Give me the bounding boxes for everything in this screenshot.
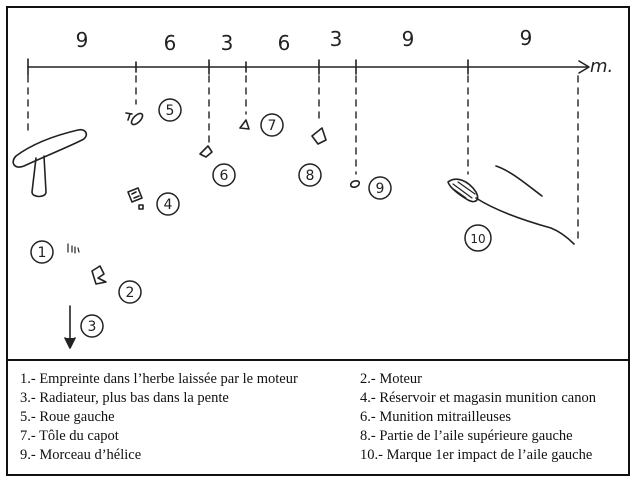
item-tiny-debris bbox=[67, 243, 80, 254]
legend-item-9: 9.- Morceau d’hélice bbox=[20, 447, 142, 463]
marker-circle-2 bbox=[118, 280, 142, 304]
segment-label: 3 bbox=[330, 27, 343, 51]
legend-item-8: 8.- Partie de l’aile supérieure gauche bbox=[360, 428, 573, 444]
marker-circle-1 bbox=[30, 240, 54, 264]
unit-label: m. bbox=[590, 56, 613, 77]
measuring-line-arrow bbox=[578, 60, 590, 74]
item-engine-imprint bbox=[12, 128, 88, 198]
marker-circle-6 bbox=[212, 163, 236, 187]
marker-circle-4 bbox=[156, 192, 180, 216]
marker-number: 6 bbox=[220, 168, 229, 184]
marker-number: 7 bbox=[268, 118, 277, 134]
legend-row: 7.- Tôle du capot 8.- Partie de l’aile s… bbox=[20, 427, 630, 446]
marker-circle-7 bbox=[260, 113, 284, 137]
segment-label: 3 bbox=[221, 31, 234, 55]
figure-frame bbox=[6, 6, 630, 476]
item-reservoir bbox=[127, 187, 144, 210]
legend-item-3: 3.- Radiateur, plus bas dans la pente bbox=[20, 390, 229, 406]
item-propeller-piece bbox=[349, 179, 361, 189]
legend-row: 5.- Roue gauche 6.- Munition mitrailleus… bbox=[20, 408, 630, 427]
item-engine bbox=[91, 265, 107, 285]
marker-number: 4 bbox=[164, 197, 173, 213]
segment-label: 9 bbox=[402, 27, 415, 51]
item-impact-mark bbox=[447, 165, 575, 245]
marker-number: 5 bbox=[166, 103, 175, 119]
marker-number: 2 bbox=[126, 285, 135, 301]
marker-circle-5 bbox=[158, 98, 182, 122]
marker-number: 9 bbox=[376, 181, 385, 197]
legend-row: 9.- Morceau d’hélice 10.- Marque 1er imp… bbox=[20, 446, 630, 465]
marker-number: 1 bbox=[38, 245, 47, 261]
marker-number: 8 bbox=[306, 168, 315, 184]
marker-circle-9 bbox=[368, 176, 392, 200]
segment-label: 9 bbox=[76, 28, 89, 52]
legend-row: 3.- Radiateur, plus bas dans la pente 4.… bbox=[20, 389, 630, 408]
legend-item-1: 1.- Empreinte dans l’herbe laissée par l… bbox=[20, 371, 298, 387]
legend-item-7: 7.- Tôle du capot bbox=[20, 428, 119, 444]
segment-label: 6 bbox=[278, 31, 291, 55]
marker-number: 3 bbox=[88, 319, 97, 335]
legend-item-2: 2.- Moteur bbox=[360, 371, 423, 387]
item-left-wheel bbox=[125, 112, 144, 126]
marker-circle-10 bbox=[464, 224, 492, 252]
item-cowling bbox=[239, 119, 250, 130]
item-radiator-arrow bbox=[64, 305, 76, 349]
legend: 1.- Empreinte dans l’herbe laissée par l… bbox=[20, 370, 630, 465]
item-wing-part bbox=[311, 127, 327, 145]
marker-number: 10 bbox=[470, 232, 485, 246]
legend-item-4: 4.- Réservoir et magasin munition canon bbox=[360, 390, 596, 406]
legend-item-6: 6.- Munition mitrailleuses bbox=[360, 409, 512, 425]
marker-circles bbox=[30, 98, 492, 338]
legend-item-10: 10.- Marque 1er impact de l’aile gauche bbox=[360, 447, 593, 463]
item-ammunition bbox=[199, 145, 213, 158]
legend-item-5: 5.- Roue gauche bbox=[20, 409, 115, 425]
crash-site-sketch: 9 6 3 6 3 9 9 m. 1 2 3 4 5 6 7 8 9 10 bbox=[6, 26, 630, 361]
legend-row: 1.- Empreinte dans l’herbe laissée par l… bbox=[20, 370, 630, 389]
segment-label: 6 bbox=[164, 31, 177, 55]
marker-circle-8 bbox=[298, 163, 322, 187]
segment-label: 9 bbox=[520, 26, 533, 50]
marker-circle-3 bbox=[80, 314, 104, 338]
